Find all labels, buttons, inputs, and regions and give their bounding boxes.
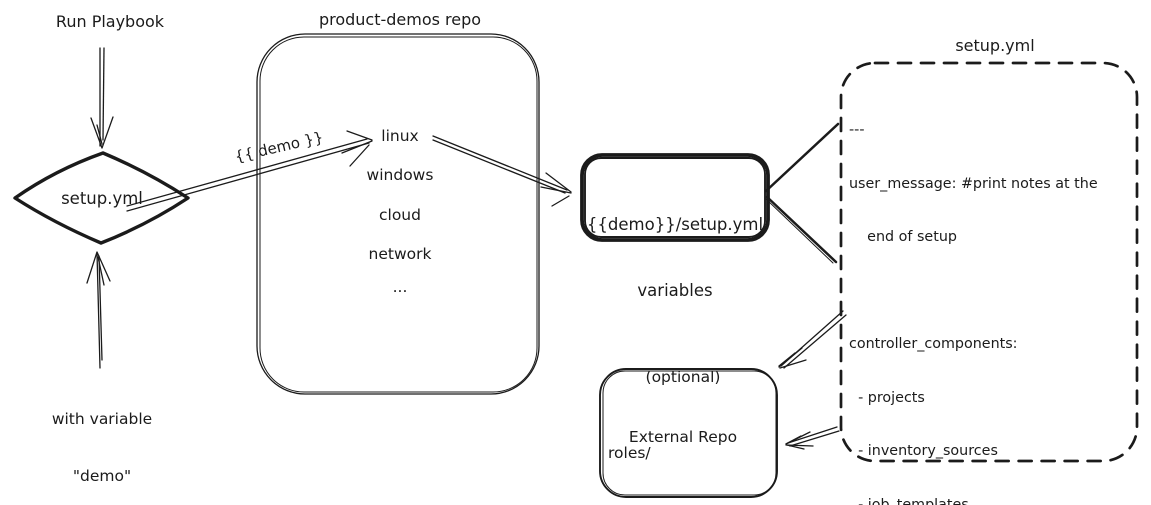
setup-yml-line: --- [849,122,865,139]
run-playbook-label: Run Playbook [55,12,165,31]
templates-to-external-arrow [785,426,840,450]
product-demos-repo-box [256,33,540,395]
setup-yml-dashed-box [839,61,1139,463]
setup-yml-line: end of setup [849,229,957,246]
variables-box-line2: variables [637,281,713,300]
demo-arrow [126,130,373,212]
external-repo-line: roles/ [608,444,651,462]
setup-yml-diamond [13,151,190,245]
setup-yml-content: --- user_message: #print notes at the en… [849,88,1135,505]
variables-box-label: {{demo}}/setup.yml variables [584,170,766,346]
linux-to-variables-arrow [432,135,572,207]
with-variable-arrow [86,251,111,369]
product-demos-repo-title: product-demos repo [318,10,482,29]
external-repo-label-line2: External Repo [628,428,738,446]
setup-yml-line: - projects [849,389,925,406]
setup-yml-line: - job_templates [849,496,969,505]
setup-yml-line: controller_components: [849,336,1018,353]
repo-item-cloud: cloud [379,206,421,224]
repo-item-ellipsis: ... [392,278,408,296]
with-variable-line2: "demo" [72,467,132,485]
repo-item-windows: windows [366,166,434,184]
variables-to-setup-fan-lines [764,122,840,264]
setup-yml-line [849,283,1135,302]
external-repo-label: (optional) External Repo [610,327,756,487]
repo-item-network: network [368,245,432,263]
with-variable-line1: with variable [51,410,153,428]
external-repo-box [599,368,778,498]
setup-yml-line: - inventory_sources [849,443,998,460]
projects-to-external-arrow [778,310,847,369]
repo-item-linux: linux [381,127,419,145]
setup-yml-diamond-label: setup.yml [61,189,143,208]
variables-box-line1: {{demo}}/setup.yml [586,215,764,234]
external-repo-label-line1: (optional) [645,368,721,386]
setup-yml-line: user_message: #print notes at the [849,175,1098,192]
external-repo-content: roles/ playbooks/ .... [608,398,692,505]
with-variable-label: with variable "demo" [37,372,167,505]
run-playbook-arrow [90,47,114,149]
setup-yml-title: setup.yml [955,36,1035,55]
